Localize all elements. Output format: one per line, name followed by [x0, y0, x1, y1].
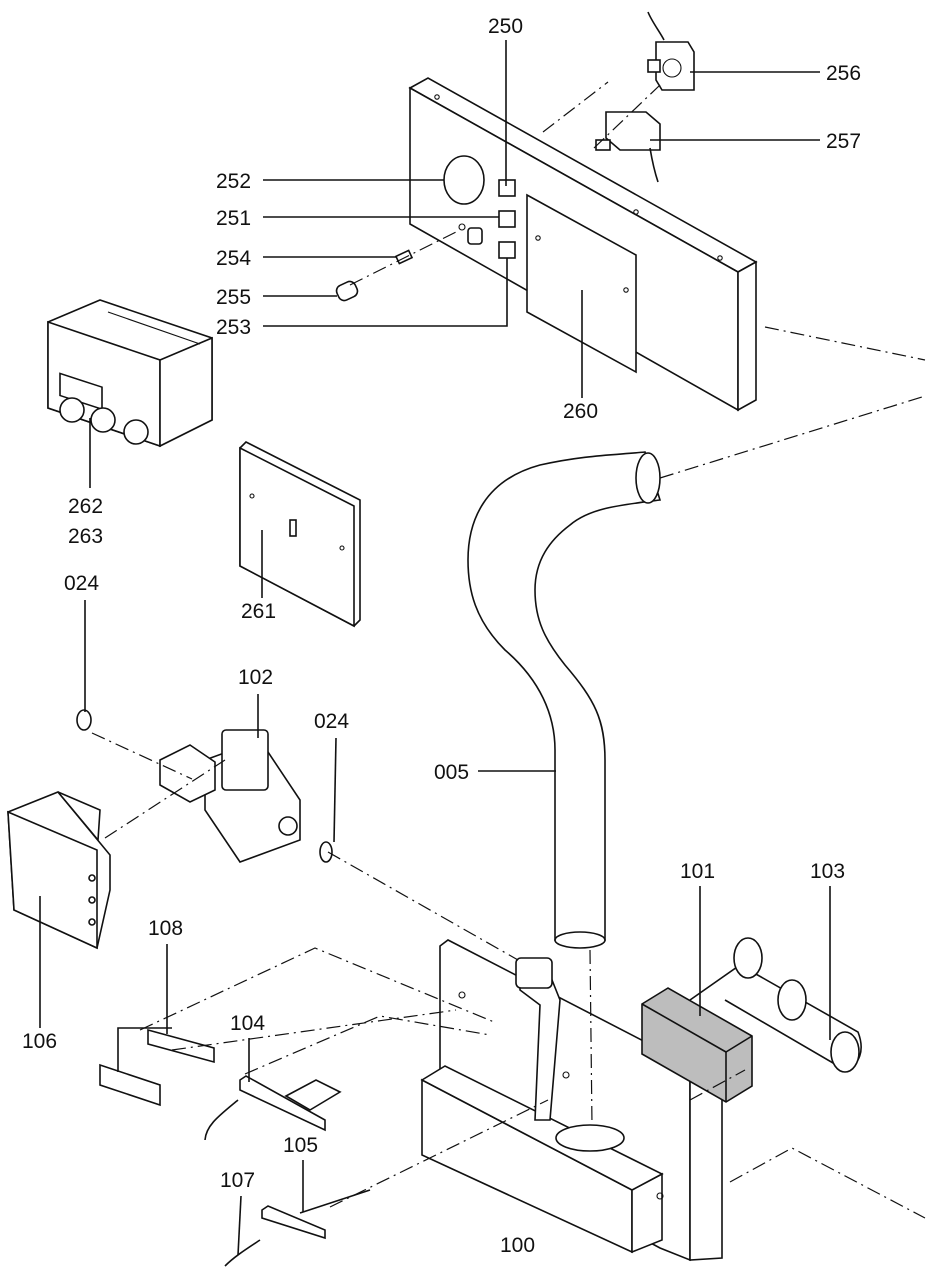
label-024-right: 024: [314, 710, 349, 733]
switch-257: [595, 111, 661, 183]
label-252: 252: [216, 170, 251, 193]
controller-262-263: [47, 299, 213, 448]
cover-plate-261: [239, 441, 361, 628]
part-labels: 250 256 257 252 251 254 255 253 260 262 …: [22, 15, 861, 1257]
knob-254-255: [335, 249, 414, 302]
label-256: 256: [826, 62, 861, 85]
label-024-left: 024: [64, 572, 99, 595]
label-260: 260: [563, 400, 598, 423]
o-ring-024-left: [76, 709, 92, 731]
o-ring-024-right: [319, 841, 333, 863]
label-257: 257: [826, 130, 861, 153]
switch-256: [647, 11, 695, 91]
igniter-box-106: [7, 791, 111, 950]
electrode-104: [204, 1075, 342, 1141]
leader-lines: [39, 40, 831, 1256]
label-263: 263: [68, 525, 103, 548]
label-262: 262: [68, 495, 103, 518]
label-255: 255: [216, 286, 251, 309]
hose-005: [467, 451, 662, 949]
burner-gas-pipe: [515, 957, 561, 1121]
burner-tubes-103: [689, 937, 862, 1073]
label-253: 253: [216, 316, 251, 339]
label-261: 261: [241, 600, 276, 623]
gasket-108: [99, 1028, 215, 1107]
label-254: 254: [216, 247, 251, 270]
label-005: 005: [434, 761, 469, 784]
label-101: 101: [680, 860, 715, 883]
assembly-lines: [91, 81, 926, 1219]
label-102: 102: [238, 666, 273, 689]
label-105: 105: [283, 1134, 318, 1157]
label-100: 100: [500, 1234, 535, 1257]
electrode-105: [261, 1189, 371, 1240]
burner-assembly-100: [420, 939, 723, 1262]
shield-block-101: [641, 987, 753, 1103]
label-103: 103: [810, 860, 845, 883]
label-104: 104: [230, 1012, 265, 1035]
label-251: 251: [216, 207, 251, 230]
label-108: 108: [148, 917, 183, 940]
control-panel-housing: [408, 77, 758, 412]
gas-valve-102: [159, 729, 301, 863]
label-250: 250: [488, 15, 523, 38]
label-106: 106: [22, 1030, 57, 1053]
label-107: 107: [220, 1169, 255, 1192]
cable-107: [224, 1239, 261, 1267]
